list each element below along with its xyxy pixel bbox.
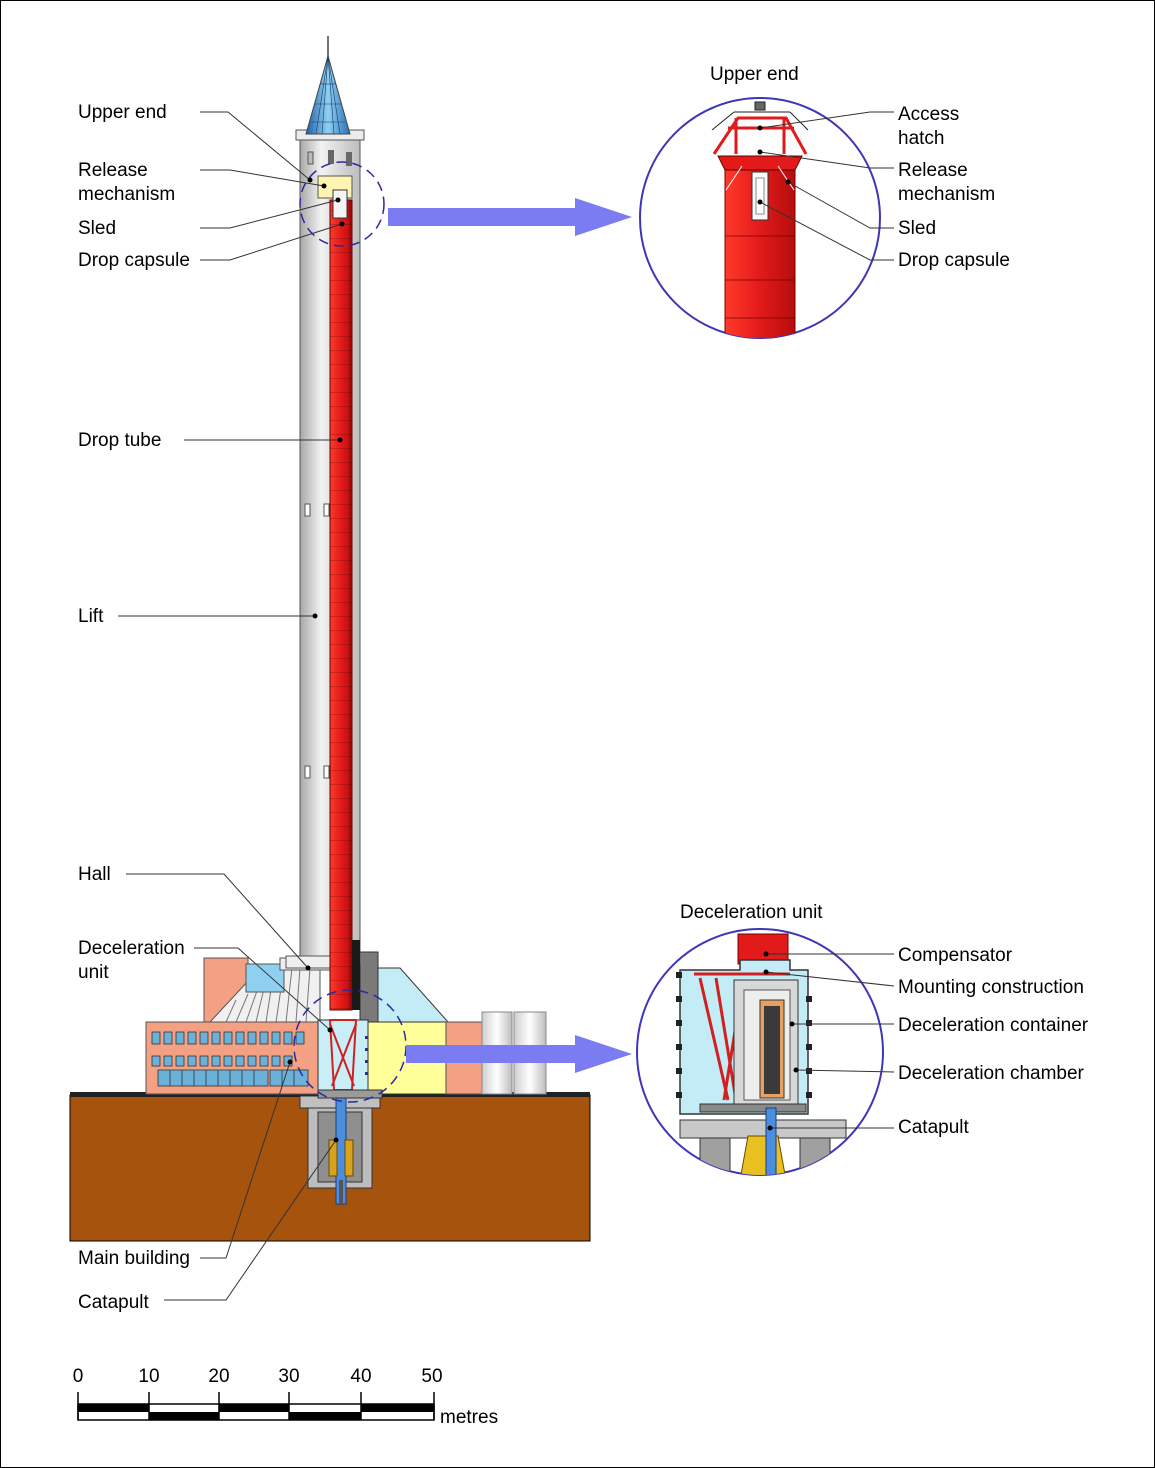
tower-cone (305, 36, 351, 135)
main-building (145, 1021, 319, 1095)
label-upper-release-line2: mechanism (898, 184, 995, 205)
label-deceleration-unit-line1: Deceleration (78, 938, 185, 959)
scale-tick-0: 0 (73, 1366, 84, 1387)
scale-tick-40: 40 (350, 1366, 371, 1387)
label-upper-end: Upper end (78, 102, 167, 123)
label-upper-sled: Sled (898, 218, 936, 239)
scale-bar: 0 10 20 30 40 50 metres (73, 1366, 498, 1428)
label-drop-tube: Drop tube (78, 430, 161, 451)
label-release-mechanism-line1: Release (78, 160, 148, 181)
label-access-hatch-line2: hatch (898, 128, 944, 149)
label-deceleration-container: Deceleration container (898, 1015, 1089, 1036)
leader-dots-left (287, 177, 345, 1143)
label-drop-capsule: Drop capsule (78, 250, 190, 271)
leader-dots-upper (757, 125, 791, 205)
label-release-mechanism-line2: mechanism (78, 184, 175, 205)
label-upper-drop-capsule: Drop capsule (898, 250, 1010, 271)
label-access-hatch-line1: Access (898, 104, 959, 125)
scale-tick-20: 20 (208, 1366, 229, 1387)
arrow-upper (388, 198, 632, 236)
leader-lines-left (118, 111, 343, 1301)
drop-tube (317, 175, 360, 1011)
label-lift: Lift (78, 606, 104, 627)
upper-detail-title: Upper end (710, 64, 799, 85)
arrow-lower (406, 1035, 632, 1073)
scale-tick-10: 10 (138, 1366, 159, 1387)
label-upper-release-line1: Release (898, 160, 968, 181)
lower-detail (636, 928, 884, 1176)
upper-detail (639, 97, 881, 339)
label-deceleration-chamber: Deceleration chamber (898, 1063, 1085, 1084)
scale-tick-50: 50 (421, 1366, 442, 1387)
label-mounting-construction: Mounting construction (898, 977, 1084, 998)
label-compensator: Compensator (898, 945, 1013, 966)
lower-detail-title: Deceleration unit (680, 902, 823, 923)
label-catapult: Catapult (78, 1292, 149, 1313)
scale-tick-30: 30 (278, 1366, 299, 1387)
label-main-building: Main building (78, 1248, 190, 1269)
scale-unit: metres (440, 1407, 498, 1428)
label-deceleration-unit-line2: unit (78, 962, 109, 983)
leader-lines-lower (765, 953, 895, 1129)
label-hall: Hall (78, 864, 111, 885)
leader-lines-upper (759, 111, 894, 261)
catapult-pit (299, 1093, 381, 1205)
leader-dots-lower (763, 951, 799, 1131)
zoom-circle-upper (299, 161, 385, 247)
label-lower-catapult: Catapult (898, 1117, 969, 1138)
label-sled: Sled (78, 218, 116, 239)
